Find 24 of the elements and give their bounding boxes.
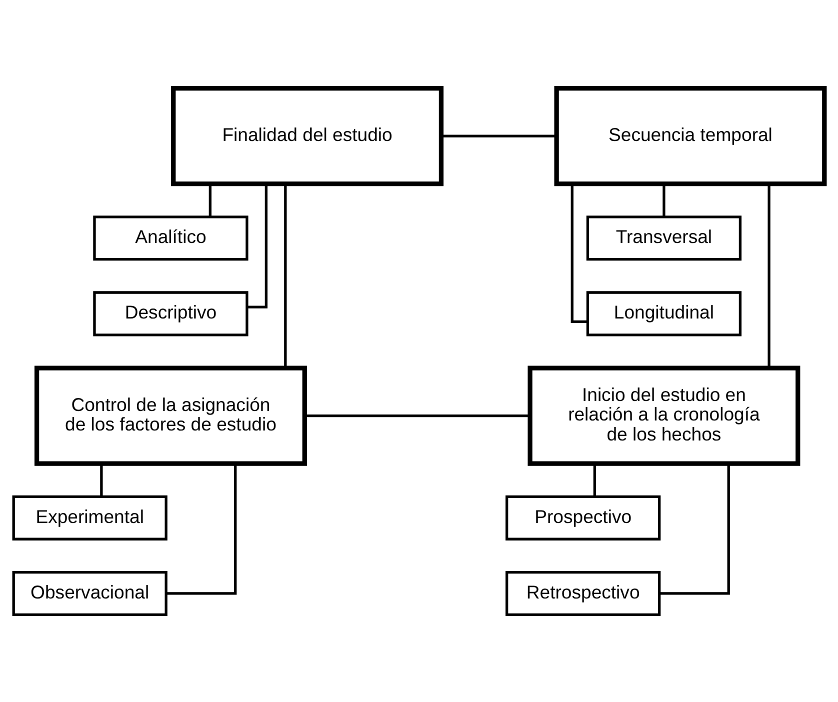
node-box: Analítico [93,215,248,260]
node-box: Longitudinal [586,290,742,336]
node-box: Descriptivo [93,290,248,336]
connector [660,463,730,594]
node-box: Secuencia temporal [554,85,827,186]
connector [662,184,666,216]
node-box: Finalidad del estudio [171,85,444,186]
connector [593,463,596,496]
node-box: Observacional [12,570,168,616]
connector [304,414,530,417]
connector [100,463,103,496]
node-box: Retrospectivo [506,570,661,616]
node-box: Inicio del estudio en relación a la cronología de los hechos [528,365,800,466]
node-box: Experimental [12,494,168,540]
connector [441,134,557,137]
connector [284,184,287,368]
connector [166,463,237,594]
connector [768,184,770,368]
node-box: Prospectivo [506,494,661,540]
node-box: Transversal [586,215,742,260]
node-box: Control de la asignación de los factores de estudio [34,365,307,466]
connector [570,183,588,322]
connector [247,184,268,308]
connector [208,184,212,216]
